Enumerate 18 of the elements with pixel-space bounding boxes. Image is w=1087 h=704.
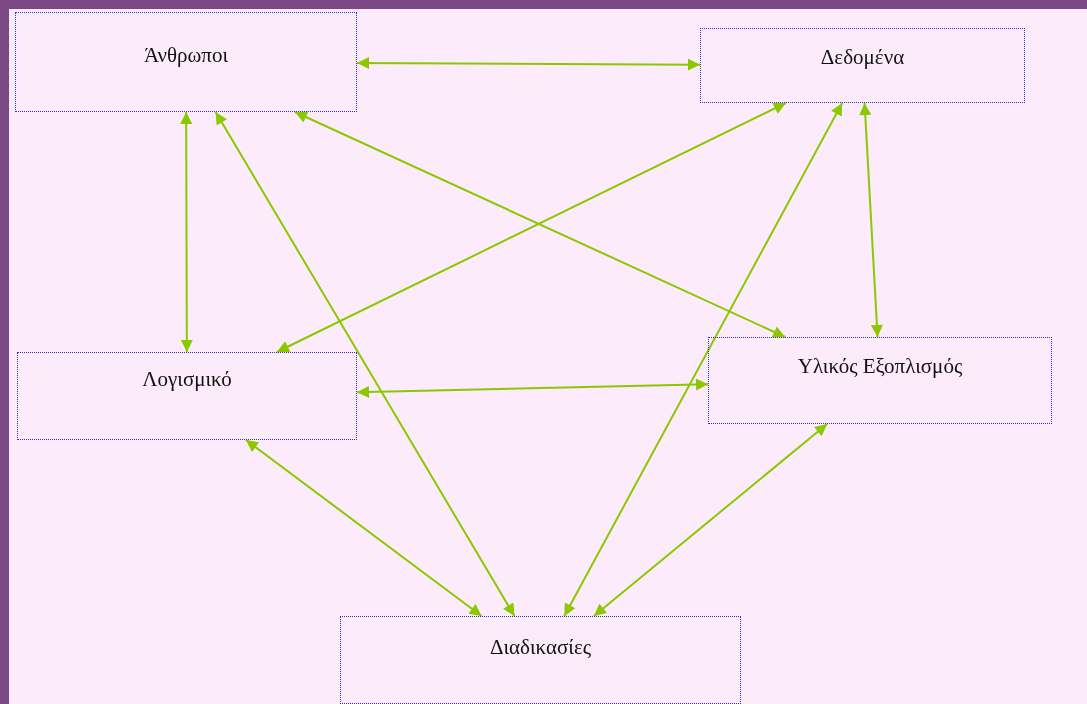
double-arrow xyxy=(356,378,709,398)
double-arrow xyxy=(592,423,829,617)
node-label: Λογισμικό xyxy=(142,367,232,393)
double-arrow xyxy=(180,111,193,353)
node-label: Άνθρωποι xyxy=(143,43,229,69)
text-box xyxy=(340,616,741,704)
double-arrow xyxy=(214,111,516,617)
node-label: Δεδομένα xyxy=(820,45,905,71)
double-arrow xyxy=(563,102,844,617)
node-label: Διαδικασίες xyxy=(489,635,592,661)
text-box xyxy=(15,12,357,112)
double-arrow xyxy=(244,439,483,617)
text-box xyxy=(708,337,1052,424)
double-arrow xyxy=(356,56,701,71)
text-box xyxy=(700,28,1025,103)
text-box xyxy=(17,352,357,440)
node-label: Υλικός Εξοπλισμός xyxy=(797,354,963,380)
double-arrow xyxy=(859,102,883,338)
